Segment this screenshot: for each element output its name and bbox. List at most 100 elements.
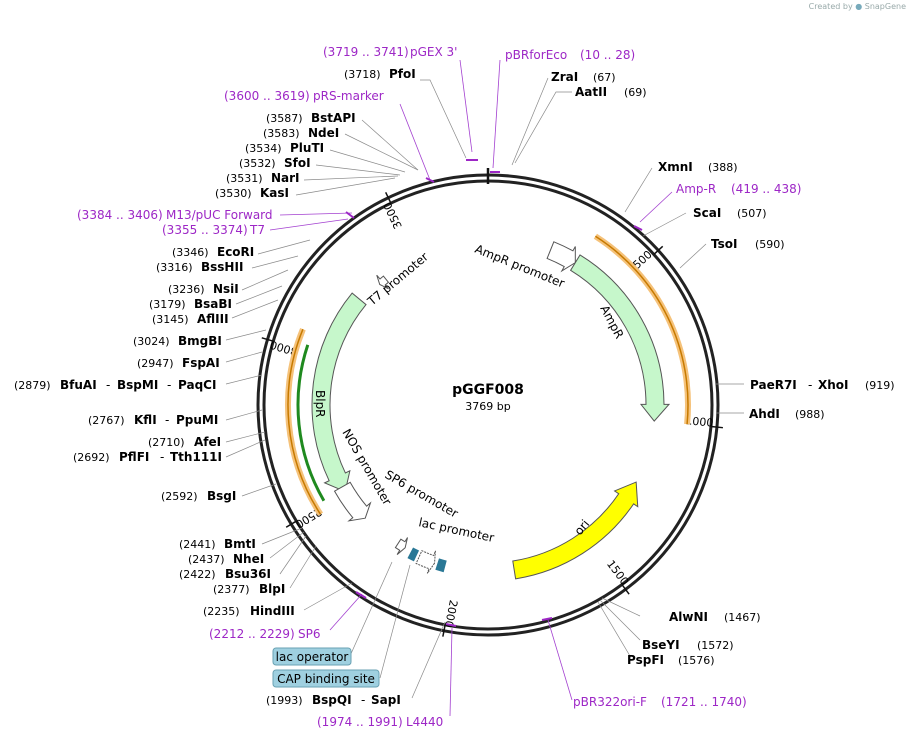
kfli-name: KflI	[134, 413, 157, 427]
ampr-primer-range: (419 .. 438)	[731, 182, 801, 196]
credit-prefix: Created by	[808, 2, 853, 11]
kasi-name: KasI	[260, 186, 289, 200]
credit-brand: SnapGene	[864, 2, 906, 11]
xmni-pos: (388)	[708, 161, 738, 174]
blpi-pos: (2377)	[213, 583, 250, 596]
nsii-name: NsiI	[213, 282, 239, 296]
bseyi-pos: (1572)	[697, 639, 734, 652]
ampr-orange-arc-line	[594, 235, 689, 425]
pluti-name: PluTI	[290, 141, 324, 155]
plasmid-size: 3769 bp	[465, 400, 510, 413]
lac-promoter-arrow	[415, 550, 436, 574]
pfoi-name: PfoI	[389, 67, 416, 81]
fspai-name: FspAI	[182, 356, 220, 370]
m13puc-name: M13/pUC Forward	[166, 208, 273, 222]
pspfi-pos: (1576)	[678, 654, 715, 667]
scai-name: ScaI	[693, 206, 721, 220]
pgex3-range: (3719 .. 3741)	[323, 45, 409, 59]
pflfi-name: PflFI	[119, 450, 149, 464]
zrai-name: ZraI	[551, 70, 578, 84]
feature-arcs	[285, 233, 691, 580]
primer-labels: (3719 .. 3741) pGEX 3' pBRforEco (10 .. …	[77, 45, 801, 729]
blpi-name: BlpI	[259, 582, 285, 596]
pbr322ori-name: pBR322ori-F	[573, 695, 647, 709]
bmgbi-name: BmgBI	[178, 334, 222, 348]
bfuai-sep1: -	[106, 378, 110, 392]
t7-name: T7	[249, 223, 265, 237]
lac-operator-badge: lac operator	[272, 647, 352, 666]
cap-site-badge: CAP binding site	[272, 669, 380, 688]
paer7i-name: PaeR7I	[750, 378, 797, 392]
m13puc-range: (3384 .. 3406)	[77, 208, 163, 222]
kasi-pos: (3530)	[215, 187, 252, 200]
tick-2500	[285, 520, 297, 528]
enzyme-labels: (3718) PfoI ZraI (67) AatII (69) (3587) …	[14, 67, 895, 707]
afei-name: AfeI	[194, 435, 221, 449]
sp6-name: SP6	[298, 627, 321, 641]
cap-site-text: CAP binding site	[277, 672, 375, 686]
bfuai-pos: (2879)	[14, 379, 51, 392]
t7-promoter-label: T7 promoter	[364, 250, 431, 309]
prsmarker-range: (3600 .. 3619)	[224, 89, 310, 103]
pgex3-name: pGEX 3'	[410, 45, 457, 59]
ahdi-pos: (988)	[795, 408, 825, 421]
nos-promoter-arrow	[333, 481, 372, 522]
hindiii-pos: (2235)	[203, 605, 240, 618]
l4440-name: L4440	[406, 715, 443, 729]
bmti-name: BmtI	[224, 537, 256, 551]
alwni-pos: (1467)	[724, 611, 761, 624]
lac-operator-block	[407, 547, 420, 562]
bstapi-pos: (3587)	[266, 112, 303, 125]
pbrforeco-name: pBRforEco	[505, 48, 567, 62]
blpr-label: BlpR	[313, 390, 327, 418]
blpr-orange-arc-line	[287, 328, 322, 515]
pluti-pos: (3534)	[245, 142, 282, 155]
bsabi-pos: (3179)	[149, 298, 186, 311]
pflfi-sep: -	[160, 450, 164, 464]
tick-3500	[385, 192, 392, 204]
ppumi-name: PpuMI	[176, 413, 218, 427]
paer7i-pos: (919)	[865, 379, 895, 392]
nhei-name: NheI	[233, 552, 264, 566]
bsgi-name: BsgI	[207, 489, 236, 503]
pfoi-pos: (3718)	[344, 68, 381, 81]
zrai-pos: (67)	[593, 71, 616, 84]
paer7i-sep: -	[808, 378, 812, 392]
bfuai-name: BfuAI	[60, 378, 97, 392]
bfuai-sep2: -	[167, 378, 171, 392]
aatii-name: AatII	[575, 85, 607, 99]
fspai-pos: (2947)	[137, 357, 174, 370]
bsshii-name: BssHII	[201, 260, 243, 274]
tick-label-3500: 3500	[381, 200, 405, 231]
nari-name: NarI	[271, 171, 300, 185]
bstapi-name: BstAPI	[311, 111, 356, 125]
tick-500	[653, 245, 664, 255]
prsmarker-name: pRS-marker	[313, 89, 384, 103]
leader-lines	[225, 59, 744, 717]
bspqi-pos: (1993)	[266, 694, 303, 707]
lac-operator-text: lac operator	[276, 650, 349, 664]
hindiii-name: HindIII	[250, 604, 295, 618]
ori-arrow	[512, 481, 639, 580]
ecori-name: EcoRI	[217, 245, 254, 259]
alwni-name: AlwNI	[669, 610, 708, 624]
ecori-pos: (3346)	[172, 246, 209, 259]
sfoi-name: SfoI	[284, 156, 311, 170]
nhei-pos: (2437)	[188, 553, 225, 566]
bsu36i-pos: (2422)	[179, 568, 216, 581]
bsu36i-name: Bsu36I	[225, 567, 271, 581]
bsshii-pos: (3316)	[156, 261, 193, 274]
pbrforeco-range: (10 .. 28)	[580, 48, 635, 62]
t7-promoter-arrow	[376, 274, 390, 290]
aflii-pos: (3145)	[152, 313, 189, 326]
tick-1500	[621, 584, 630, 595]
aatii-pos: (69)	[624, 86, 647, 99]
ampr-primer-name: Amp-R	[676, 182, 716, 196]
pflfi-pos: (2692)	[73, 451, 110, 464]
kfli-sep: -	[165, 413, 169, 427]
bspqi-sep: -	[361, 693, 365, 707]
bseyi-name: BseYI	[642, 638, 680, 652]
cap-site-block	[435, 558, 447, 573]
sfoi-pos: (3532)	[239, 157, 276, 170]
